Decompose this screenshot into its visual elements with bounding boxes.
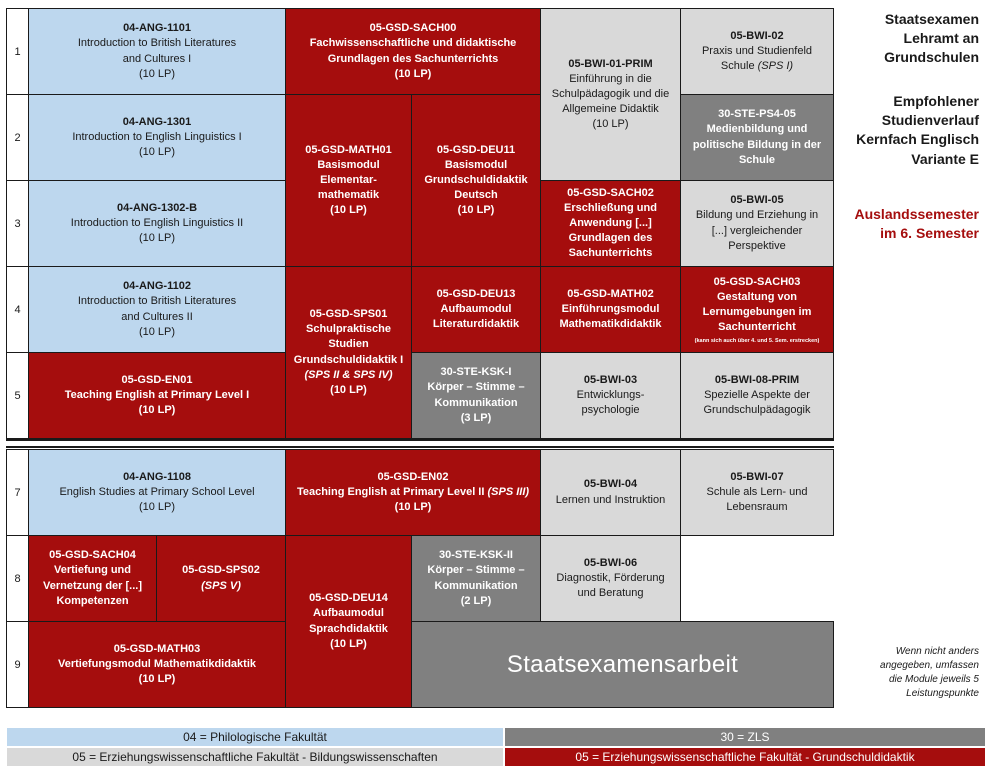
module-05-bwi-07: 05-BWI-07 Schule als Lern- und Lebensrau… — [680, 449, 834, 536]
semester-row-1: 1 — [6, 8, 29, 95]
module-05-bwi-08-prim: 05-BWI-08-PRIM Spezielle Aspekte der Gru… — [680, 352, 834, 439]
semester-separator-bottom — [6, 446, 834, 448]
module-05-gsd-sach03: 05-GSD-SACH03 Gestaltung von Lernumgebun… — [680, 266, 834, 353]
module-05-bwi-06: 05-BWI-06 Diagnostik, Förderung und Bera… — [540, 535, 681, 622]
plan-subtitle: Empfohlener Studienverlauf Kernfach Engl… — [856, 93, 979, 167]
semester-row-8: 8 — [6, 535, 29, 622]
module-05-gsd-deu14: 05-GSD-DEU14 Aufbaumodul Sprachdidaktik … — [285, 535, 412, 708]
module-05-gsd-sach00: 05-GSD-SACH00 Fachwissenschaftliche und … — [285, 8, 541, 95]
module-04-ang-1102: 04-ANG-1102 Introduction to British Lite… — [28, 266, 286, 353]
semester-row-9: 9 — [6, 621, 29, 708]
module-05-bwi-02: 05-BWI-02 Praxis und Studienfeld Schule … — [680, 8, 834, 95]
module-05-gsd-en02: 05-GSD-EN02 Teaching English at Primary … — [285, 449, 541, 536]
module-05-gsd-math03: 05-GSD-MATH03 Vertiefungsmodul Mathemati… — [28, 621, 286, 708]
module-04-ang-1101: 04-ANG-1101 Introduction to British Lite… — [28, 8, 286, 95]
module-30-ste-ksk-i: 30-STE-KSK-I Körper – Stimme – Kommunika… — [411, 352, 541, 439]
module-05-bwi-05: 05-BWI-05 Bildung und Erziehung in [...]… — [680, 180, 834, 267]
module-05-bwi-04: 05-BWI-04 Lernen und Instruktion — [540, 449, 681, 536]
semester-separator-top — [6, 439, 834, 441]
semester-row-5: 5 — [6, 352, 29, 439]
semester-row-2: 2 — [6, 94, 29, 181]
thesis-block: Staatsexamensarbeit — [411, 621, 834, 708]
module-05-gsd-deu11: 05-GSD-DEU11 Basismodul Grundschuldidakt… — [411, 94, 541, 267]
module-05-bwi-01-prim: 05-BWI-01-PRIM Einführung in die Schulpä… — [540, 8, 681, 181]
legend-zls: 30 = ZLS — [504, 727, 986, 747]
semester-row-7: 7 — [6, 449, 29, 536]
module-05-gsd-sach02: 05-GSD-SACH02 Erschließung und Anwendung… — [540, 180, 681, 267]
semester-row-3: 3 — [6, 180, 29, 267]
module-04-ang-1301: 04-ANG-1301 Introduction to English Ling… — [28, 94, 286, 181]
module-05-gsd-en01: 05-GSD-EN01 Teaching English at Primary … — [28, 352, 286, 439]
module-05-gsd-sps01: 05-GSD-SPS01 Schulpraktische Studien Gru… — [285, 266, 412, 439]
module-30-ste-ksk-ii: 30-STE-KSK-II Körper – Stimme – Kommunik… — [411, 535, 541, 622]
legend-grundschuldidaktik: 05 = Erziehungswissenschaftliche Fakultä… — [504, 747, 986, 767]
module-05-gsd-math02: 05-GSD-MATH02 Einführungsmodul Mathemati… — [540, 266, 681, 353]
module-05-gsd-deu13: 05-GSD-DEU13 Aufbaumodul Literaturdidakt… — [411, 266, 541, 353]
plan-title: Staatsexamen Lehramt an Grundschulen — [884, 11, 979, 66]
module-05-gsd-math01: 05-GSD-MATH01 Basismodul Elementar- math… — [285, 94, 412, 267]
module-05-bwi-03: 05-BWI-03 Entwicklungs- psychologie — [540, 352, 681, 439]
semester-row-4: 4 — [6, 266, 29, 353]
module-30-ste-ps4-05: 30-STE-PS4-05 Medienbildung und politisc… — [680, 94, 834, 181]
module-04-ang-1108: 04-ANG-1108 English Studies at Primary S… — [28, 449, 286, 536]
legend-philologie: 04 = Philologische Fakultät — [6, 727, 504, 747]
credit-points-note: Wenn nicht anders angegeben, umfassen di… — [880, 646, 979, 699]
abroad-semester-note: Auslandssemester im 6. Semester — [854, 206, 979, 242]
module-05-gsd-sps02: 05-GSD-SPS02 (SPS V) — [156, 535, 286, 622]
module-04-ang-1302-b: 04-ANG-1302-B Introduction to English Li… — [28, 180, 286, 267]
module-05-gsd-sach04: 05-GSD-SACH04 Vertiefung und Vernetzung … — [28, 535, 157, 622]
legend-bildungswissenschaften: 05 = Erziehungswissenschaftliche Fakultä… — [6, 747, 504, 767]
